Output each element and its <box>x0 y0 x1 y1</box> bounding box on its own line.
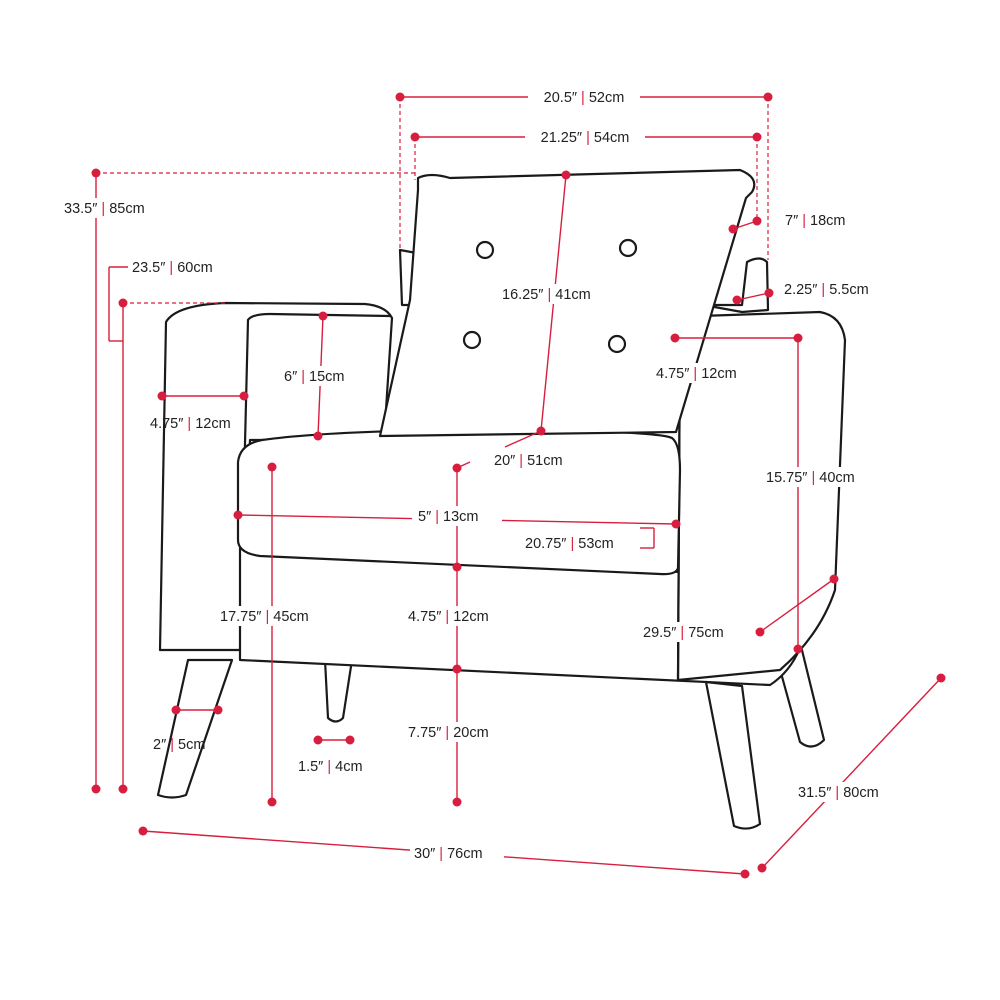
dim-dot <box>732 295 742 305</box>
dim-dot <box>728 224 738 234</box>
dim-dot <box>213 705 223 715</box>
dim-dot <box>233 510 243 520</box>
dim-dot <box>793 644 803 654</box>
dim-dot <box>318 311 328 321</box>
label-pillow-thickness: 7″ | 18cm <box>785 213 846 229</box>
label-arm-width-right: 4.75″ | 12cm <box>656 366 737 382</box>
dim-dot <box>395 92 405 102</box>
back-left-leg <box>323 658 354 723</box>
label-seat-height: 17.75″ | 45cm <box>220 609 309 625</box>
left-arm-inner-edge <box>246 312 392 322</box>
pillow-button-3 <box>462 330 482 350</box>
dim-dot <box>764 288 774 298</box>
dim-dot <box>267 797 277 807</box>
dim-dot <box>671 519 681 529</box>
dim-dot <box>452 562 462 572</box>
dim-dot <box>118 298 128 308</box>
label-seat-width: 20.75″ | 53cm <box>525 536 614 552</box>
dim-dot <box>740 869 750 879</box>
dim-dot <box>763 92 773 102</box>
left-arm <box>158 301 394 652</box>
dim-dot <box>752 216 762 226</box>
pillow-button-2 <box>618 238 638 258</box>
dim-dot <box>91 168 101 178</box>
label-arm-depth: 29.5″ | 75cm <box>643 625 724 641</box>
label-seat-depth: 20″ | 51cm <box>494 453 563 469</box>
label-arm-above-seat: 6″ | 15cm <box>284 369 345 385</box>
dim-dot <box>138 826 148 836</box>
label-cushion-height: 16.25″ | 41cm <box>502 287 591 303</box>
label-top-width-outer: 20.5″ | 52cm <box>544 90 625 106</box>
dim-line-seat-depth <box>504 430 542 448</box>
front-right-leg <box>704 680 762 830</box>
label-base-frame-height: 4.75″ | 12cm <box>408 609 489 625</box>
label-leg-width-front: 2″ | 5cm <box>153 737 205 753</box>
label-arm-inner-height: 15.75″ | 40cm <box>766 470 855 486</box>
dim-dot <box>118 784 128 794</box>
dim-dot <box>452 463 462 473</box>
label-top-width-inner: 21.25″ | 54cm <box>541 130 630 146</box>
label-overall-width: 30″ | 76cm <box>414 846 483 862</box>
dim-line-overall-depth <box>761 677 942 869</box>
dim-dot <box>410 132 420 142</box>
label-leg-width-back: 1.5″ | 4cm <box>298 759 363 775</box>
label-back-gap: 2.25″ | 5.5cm <box>784 282 869 298</box>
dim-dot <box>452 664 462 674</box>
dim-line-arm-depth <box>759 578 835 633</box>
dim-dot <box>313 735 323 745</box>
dim-dot <box>757 863 767 873</box>
dim-dot <box>267 462 277 472</box>
dim-dot <box>670 333 680 343</box>
label-leg-height: 7.75″ | 20cm <box>408 725 489 741</box>
dim-dot <box>91 784 101 794</box>
dimension-endpoints <box>91 92 946 879</box>
dim-dot <box>536 426 546 436</box>
label-overall-height: 33.5″ | 85cm <box>64 201 145 217</box>
dim-dot <box>561 170 571 180</box>
label-seat-cushion-thickness: 5″ | 13cm <box>418 509 479 525</box>
dim-dot <box>936 673 946 683</box>
dim-dot <box>171 705 181 715</box>
dim-line-back-gap <box>736 292 770 301</box>
dim-dot <box>829 574 839 584</box>
dim-dot <box>755 627 765 637</box>
dim-dot <box>239 391 249 401</box>
dim-dot <box>452 797 462 807</box>
dimension-labels: 20.5″ | 52cm 21.25″ | 54cm 33.5″ | 85cm … <box>60 87 900 863</box>
dim-dot <box>313 431 323 441</box>
label-arm-width-left: 4.75″ | 12cm <box>150 416 231 432</box>
label-overall-depth: 31.5″ | 80cm <box>798 785 879 801</box>
dim-dot <box>752 132 762 142</box>
label-arm-height: 23.5″ | 60cm <box>132 260 213 276</box>
front-left-leg <box>156 658 234 799</box>
dim-dot <box>345 735 355 745</box>
pillow-button-4 <box>607 334 627 354</box>
pillow-button-1 <box>475 240 495 260</box>
dim-dot <box>157 391 167 401</box>
dim-dot <box>793 333 803 343</box>
